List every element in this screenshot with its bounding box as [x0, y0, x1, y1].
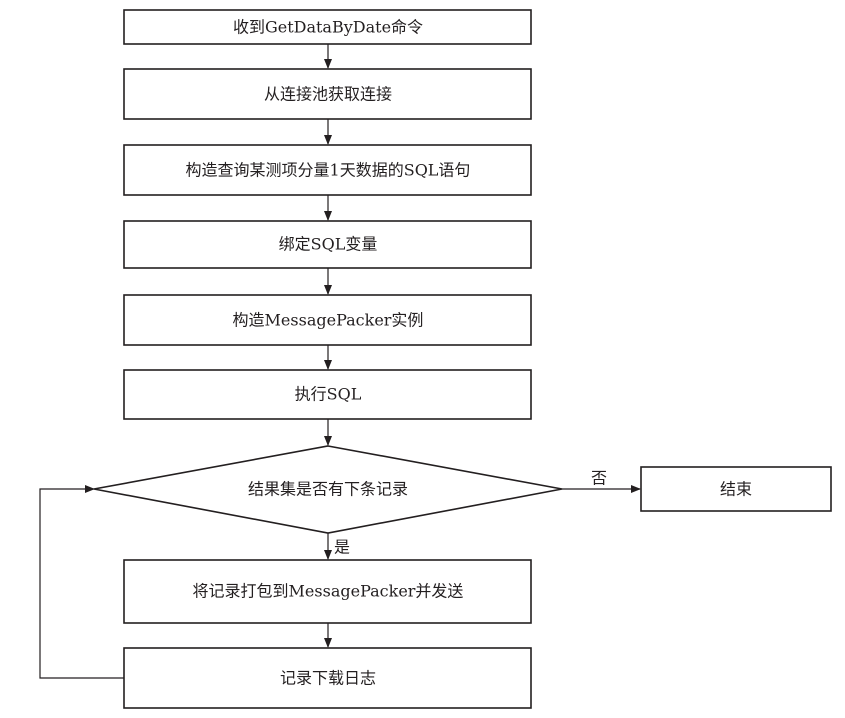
end-label: 结束 — [720, 480, 752, 499]
step-build-sql-label: 构造查询某测项分量1天数据的SQL语句 — [186, 161, 471, 180]
step-get-connection-label: 从连接池获取连接 — [264, 85, 392, 104]
step-execute-sql: 执行SQL — [123, 369, 532, 420]
step-log-download-label: 记录下载日志 — [280, 669, 376, 688]
arrow-loop-back — [39, 485, 124, 679]
decision-question-label: 结果集是否有下条记录 — [248, 480, 408, 499]
decision-has-next-record: 结果集是否有下条记录 — [93, 445, 563, 534]
connectors — [39, 44, 641, 679]
step-build-packer-label: 构造MessagePacker实例 — [233, 311, 424, 330]
step-log-download: 记录下载日志 — [123, 647, 532, 709]
step-get-connection: 从连接池获取连接 — [123, 68, 532, 120]
step-build-sql: 构造查询某测项分量1天数据的SQL语句 — [123, 144, 532, 196]
step-pack-record: 将记录打包到MessagePacker并发送 — [123, 559, 532, 624]
step-pack-record-label: 将记录打包到MessagePacker并发送 — [193, 582, 464, 601]
step-execute-sql-label: 执行SQL — [295, 385, 362, 404]
decision-yes-label: 是 — [334, 538, 350, 557]
step-receive-command-label: 收到GetDataByDate命令 — [233, 18, 423, 37]
step-build-packer: 构造MessagePacker实例 — [123, 294, 532, 346]
step-bind-vars-label: 绑定SQL变量 — [279, 235, 378, 254]
step-receive-command: 收到GetDataByDate命令 — [123, 9, 532, 45]
decision-no-label: 否 — [591, 469, 607, 488]
step-bind-vars: 绑定SQL变量 — [123, 220, 532, 269]
end-terminal: 结束 — [640, 466, 832, 512]
